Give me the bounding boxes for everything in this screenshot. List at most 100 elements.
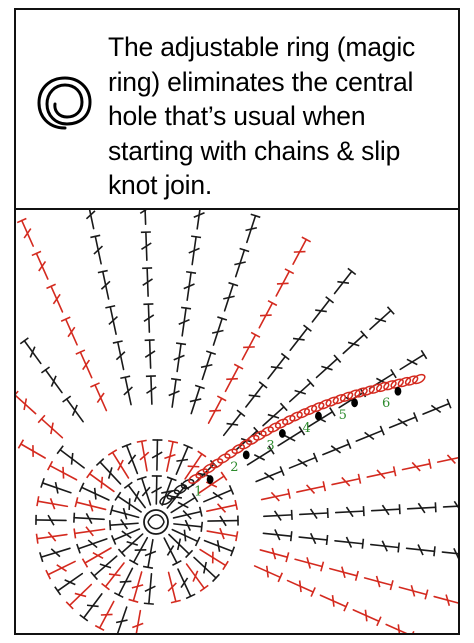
ring-outer xyxy=(143,509,169,535)
chain-stitch xyxy=(296,408,310,419)
chain-stitch xyxy=(253,430,267,441)
stitch-symbol xyxy=(81,547,112,568)
chain-stitch xyxy=(303,404,318,416)
stitch-symbol xyxy=(288,452,319,469)
slip-stitch-dot xyxy=(206,475,214,484)
stitch-symbol xyxy=(35,531,68,544)
stitch-symbol xyxy=(184,450,207,480)
stitch-symbol xyxy=(334,506,365,518)
slip-stitch-dot xyxy=(242,450,250,460)
chain-stitch xyxy=(245,434,260,446)
stitch-symbol xyxy=(267,352,290,380)
stitch-symbol xyxy=(95,458,122,485)
stitch-symbol xyxy=(17,439,46,459)
stitch-symbol xyxy=(289,324,312,352)
chain-stitch xyxy=(282,414,296,426)
chain-stitch xyxy=(188,473,202,484)
round-label-2: 2 xyxy=(230,460,238,475)
stitch-symbol xyxy=(294,557,325,572)
stitch-symbol xyxy=(101,562,125,591)
stitch-symbol xyxy=(241,331,261,361)
stitch-symbol xyxy=(441,547,458,560)
stitch-symbol xyxy=(79,593,103,622)
stitch-symbol xyxy=(183,270,197,301)
stitch-symbol xyxy=(260,488,291,502)
stitch-symbol xyxy=(422,398,452,415)
chain-stitch xyxy=(159,494,173,506)
stitch-symbol xyxy=(65,583,93,610)
stitch-symbol xyxy=(167,571,181,604)
stitch-symbol xyxy=(31,250,49,280)
stitch-symbol xyxy=(399,349,428,371)
stitch-symbol xyxy=(163,537,182,566)
stitch-symbol xyxy=(40,366,63,394)
chain-stitch xyxy=(195,468,209,479)
stitch-symbol xyxy=(121,442,139,475)
stitch-symbol xyxy=(185,563,209,592)
stitch-symbol xyxy=(145,375,157,405)
chain-stitch xyxy=(325,396,339,407)
slip-stitch-dot xyxy=(278,429,286,438)
stitch-symbol xyxy=(315,354,342,379)
stitch-symbol xyxy=(385,623,415,633)
stitch-symbol xyxy=(37,414,64,439)
stitch-symbol xyxy=(277,426,306,447)
stitch-symbol xyxy=(144,339,156,369)
stitch-symbol xyxy=(136,475,152,506)
stitch-symbol xyxy=(39,547,71,563)
stitch-symbol xyxy=(142,267,153,297)
stitch-symbol xyxy=(352,609,382,627)
stitch-symbol xyxy=(132,609,144,633)
chain-stitch xyxy=(339,391,354,402)
stitch-symbol xyxy=(311,296,335,323)
stitch-symbol xyxy=(331,473,362,487)
chain-stitch xyxy=(310,401,325,413)
stitch-symbol xyxy=(369,306,395,331)
stitch-symbol xyxy=(112,340,126,371)
stitch-symbol xyxy=(275,268,295,297)
stitch-symbol xyxy=(73,526,106,539)
stitch-symbol xyxy=(171,528,201,547)
stitch-symbol xyxy=(245,381,268,408)
stitch-symbol xyxy=(363,575,394,591)
stitch-symbol xyxy=(355,425,385,442)
stitch-symbol xyxy=(35,514,67,526)
stitch-symbol xyxy=(286,579,316,597)
ring-inner xyxy=(147,514,165,530)
round-label-6: 6 xyxy=(382,396,390,411)
stitch-symbol xyxy=(128,571,144,603)
stitch-symbol xyxy=(97,269,111,300)
stitch-symbol xyxy=(206,527,239,542)
stitch-symbol xyxy=(45,560,76,580)
chain-stitch xyxy=(354,387,368,398)
stitch-symbol xyxy=(115,606,128,633)
stitch-symbol xyxy=(223,281,239,312)
chain-stitch xyxy=(404,375,419,386)
caption-panel: The adjustable ring (magic ring) elimina… xyxy=(14,8,460,210)
chain-stitch xyxy=(180,478,195,490)
stitch-symbol xyxy=(16,390,37,415)
chain-stitch xyxy=(173,484,188,495)
stitch-symbol xyxy=(74,497,107,512)
chain-stitch xyxy=(412,373,426,385)
stitch-symbol xyxy=(322,439,352,456)
stitch-symbol xyxy=(56,445,85,469)
stitch-symbol xyxy=(405,544,436,557)
stitch-symbol xyxy=(168,533,194,559)
stitch-symbol xyxy=(172,506,203,520)
stitch-symbol xyxy=(143,303,155,333)
stitch-symbol xyxy=(319,594,349,612)
stitch-symbol xyxy=(188,235,202,266)
stitch-symbol xyxy=(75,349,93,379)
stitch-symbol xyxy=(139,210,147,225)
stitch-symbol xyxy=(262,402,288,427)
stitch-symbol xyxy=(222,409,246,437)
stitch-symbol xyxy=(246,445,275,466)
stitch-symbol xyxy=(19,337,42,365)
chain-stitch xyxy=(390,378,404,389)
stitch-symbol xyxy=(177,568,196,600)
stitch-symbol xyxy=(73,512,105,525)
stitch-symbol xyxy=(189,384,205,415)
stitch-symbol xyxy=(40,477,72,494)
slip-stitch-dot xyxy=(394,386,402,396)
